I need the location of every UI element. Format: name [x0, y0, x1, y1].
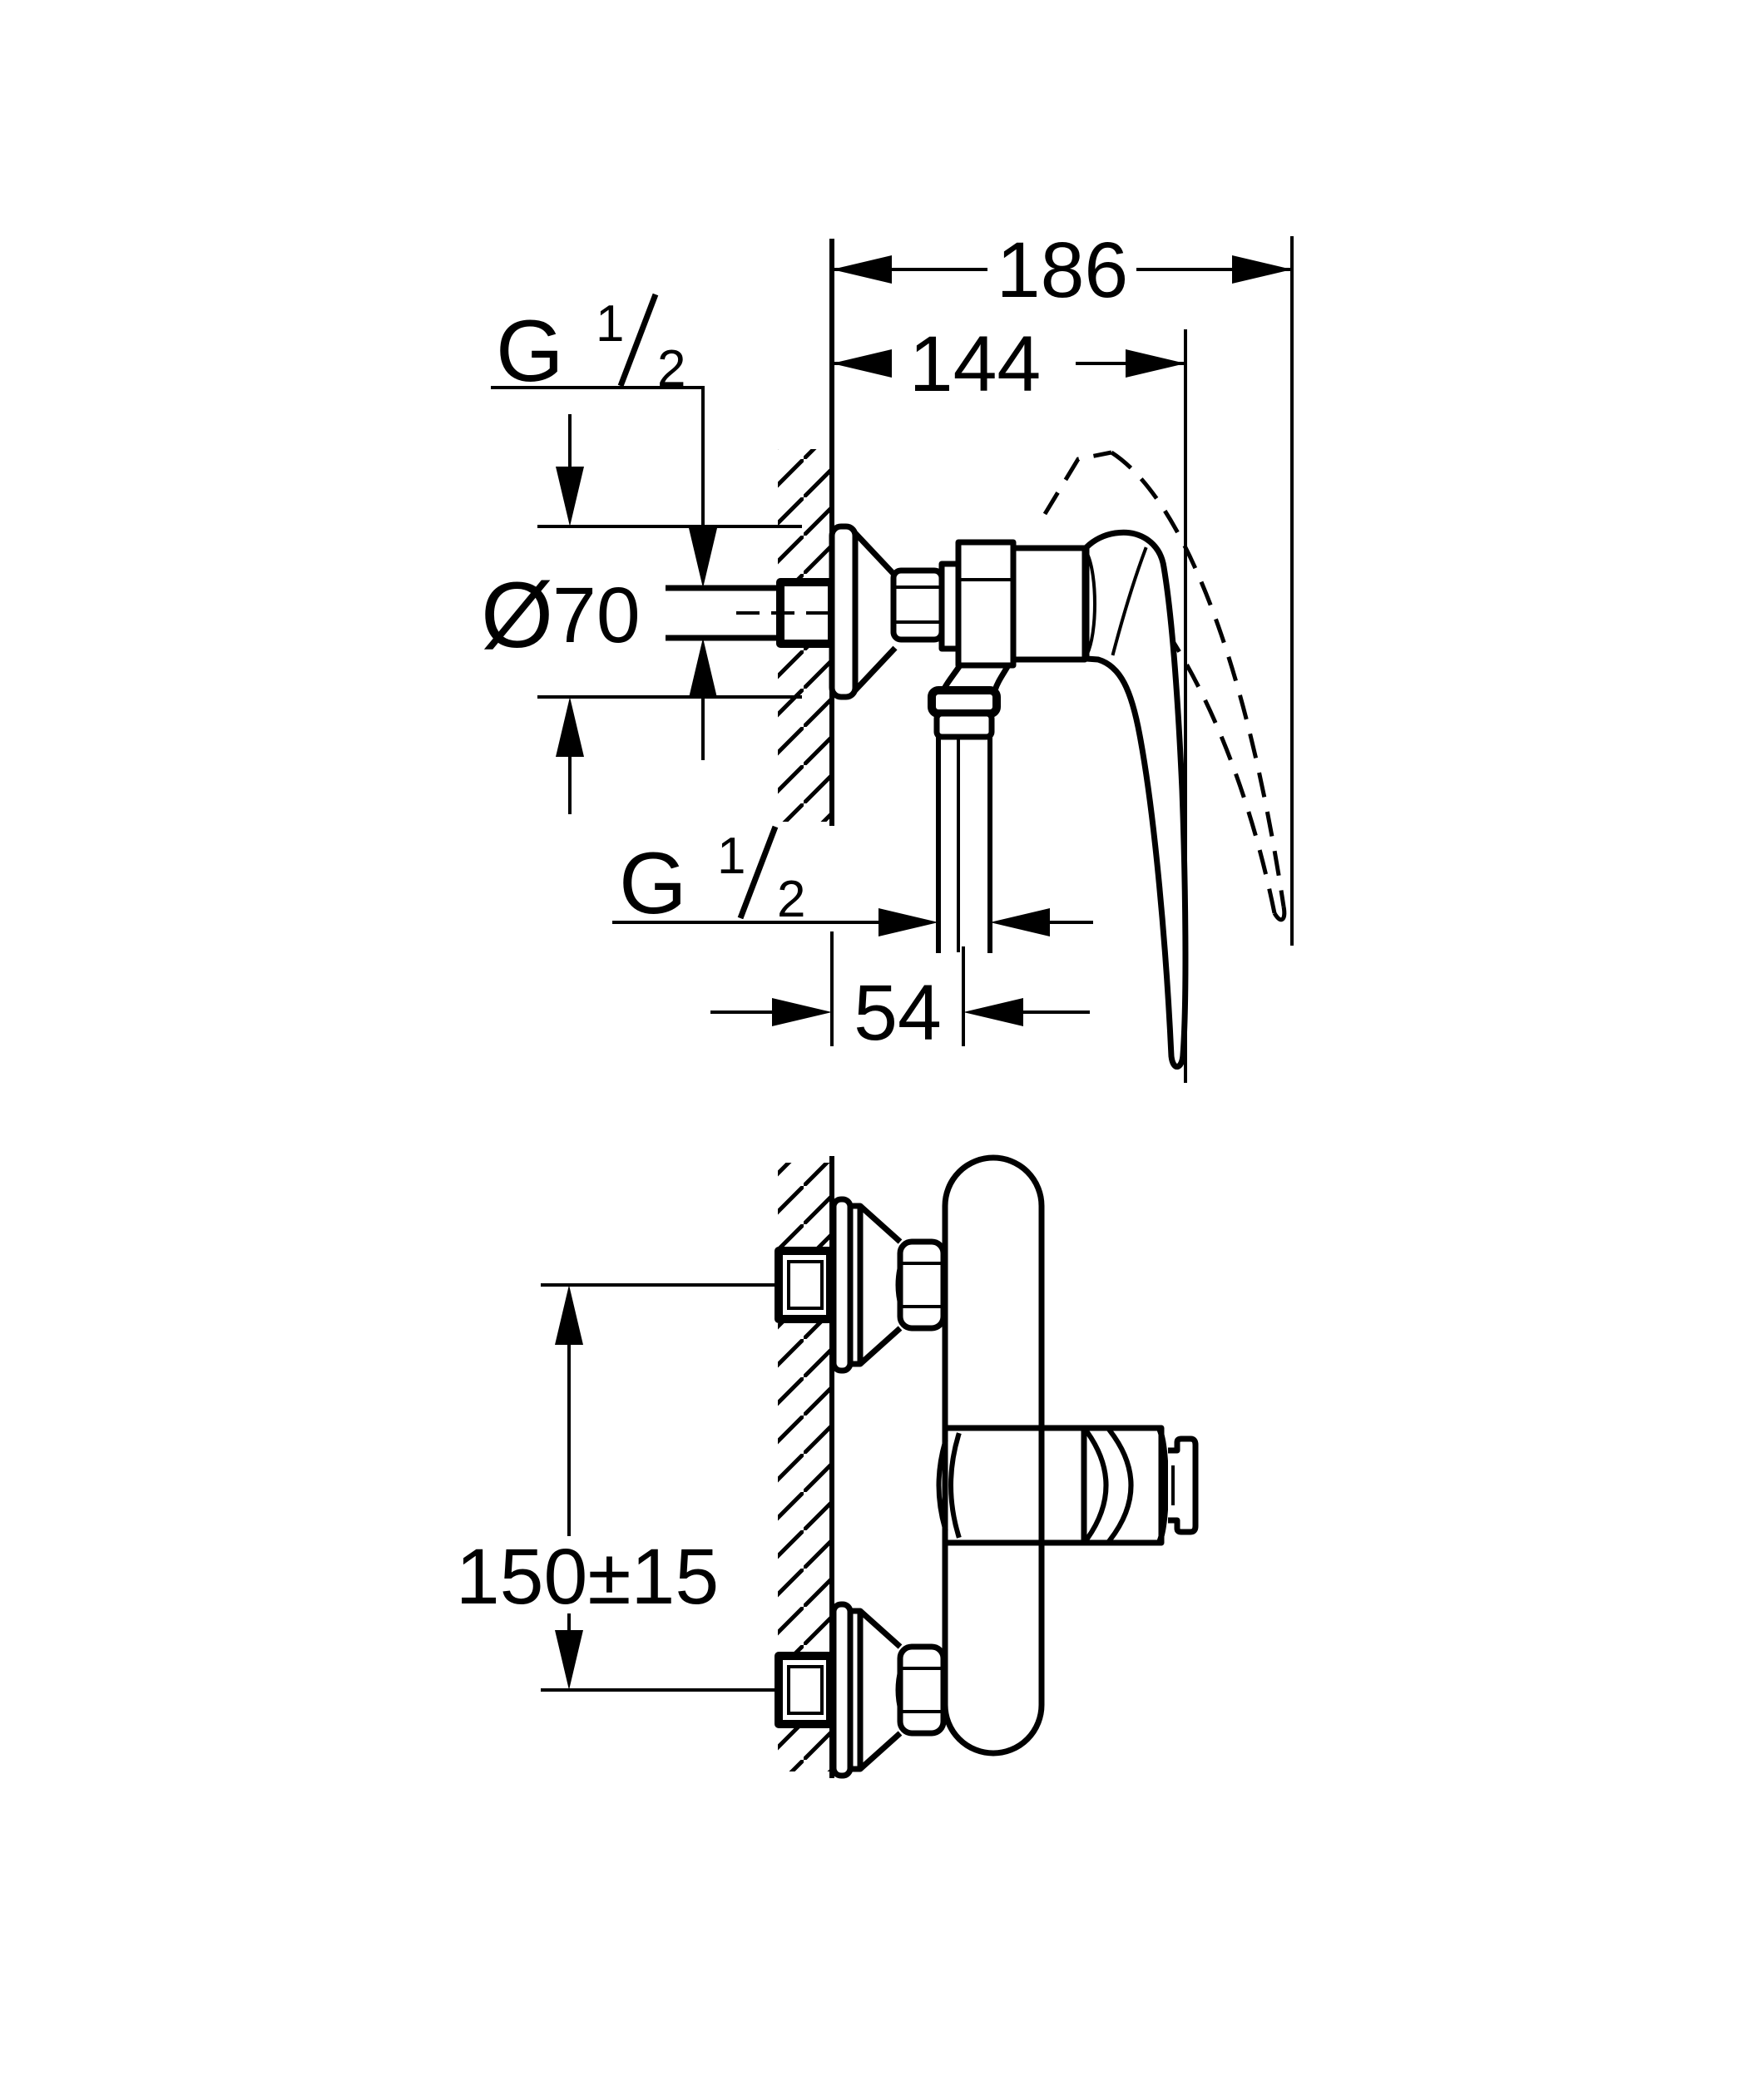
thread-label-top: G 1 2 — [491, 293, 717, 760]
hex-nut — [890, 567, 945, 643]
arrowhead-down-icon — [556, 467, 584, 526]
hex-nut-side — [890, 567, 945, 643]
escutcheon-cone-bottom — [853, 645, 898, 693]
escutcheon-cone-bottom — [858, 1326, 903, 1366]
dimension-70-label: 70 — [552, 571, 641, 660]
front-view: 150±15 — [456, 1154, 1199, 1779]
escutcheon-washer — [847, 1203, 864, 1367]
thread-bottom-base: G — [619, 835, 687, 932]
arrowhead-right-icon — [1232, 255, 1292, 284]
arrowhead-left-icon — [832, 349, 892, 378]
cap-arc-1 — [1083, 1428, 1109, 1543]
dimension-186: 186 — [830, 226, 1294, 946]
valve-body-side — [938, 539, 1088, 669]
dimension-186-label: 186 — [997, 226, 1129, 314]
dimension-150-label: 150±15 — [456, 1533, 719, 1621]
hex-nut — [897, 1238, 947, 1332]
arrowhead-down-icon — [689, 528, 717, 588]
dimension-54-label: 54 — [854, 969, 942, 1057]
lever-blade — [1083, 529, 1189, 1070]
outlet-nut — [928, 686, 1001, 718]
diameter-symbol: Ø — [481, 563, 553, 667]
arrowhead-right-icon — [1126, 349, 1185, 378]
escutcheon-disc — [829, 523, 859, 700]
arrowhead-right-icon — [878, 908, 938, 936]
dimension-150: 150±15 — [456, 1283, 780, 1692]
handle-knob-tip — [1168, 1435, 1199, 1535]
handle-lever-side — [1083, 529, 1189, 1070]
escutcheon-washer — [847, 1608, 864, 1772]
arrowhead-left-icon — [963, 998, 1023, 1026]
stub-flange-inner — [787, 1260, 824, 1310]
arrowhead-right-icon — [772, 998, 832, 1026]
thread-bottom-numerator: 1 — [717, 828, 745, 885]
arrowhead-left-icon — [832, 255, 892, 284]
upper-connection — [775, 1196, 948, 1374]
thread-bottom-denominator: 2 — [777, 871, 805, 928]
capsule-body — [942, 1154, 1045, 1757]
cartridge-inner-arc — [948, 1432, 962, 1539]
escutcheon-cone-bottom — [858, 1731, 903, 1771]
thread-top-base: G — [496, 303, 564, 400]
cap-arc-2 — [1106, 1426, 1134, 1544]
stub-flange-inner — [787, 1665, 824, 1715]
escutcheon-cone-top — [853, 531, 898, 578]
outlet-side — [928, 664, 1012, 953]
side-view: 186 144 G 1 2 — [481, 226, 1294, 1083]
escutcheon-cone-top — [858, 1608, 903, 1649]
lower-connection — [775, 1601, 948, 1779]
arrowhead-up-icon — [556, 697, 584, 757]
outlet-collar — [933, 710, 995, 740]
cartridge-bulge-arc — [936, 1439, 948, 1532]
arrowhead-down-icon — [555, 1630, 583, 1690]
cap-right-edge — [1156, 1428, 1169, 1543]
fraction-slash-icon — [617, 293, 659, 388]
handle-front — [1081, 1425, 1199, 1546]
dimension-54: 54 — [710, 931, 1090, 1057]
dimension-144: 144 — [830, 320, 1187, 1083]
arrowhead-up-icon — [555, 1285, 583, 1345]
escutcheon-cone-top — [858, 1203, 903, 1244]
fraction-slash-icon — [737, 825, 779, 920]
body-capsule — [936, 1154, 1086, 1757]
dimension-144-label: 144 — [909, 320, 1042, 408]
arrowhead-up-icon — [689, 638, 717, 698]
lever-cap-arc — [1085, 551, 1096, 656]
lever-crease — [1111, 546, 1148, 656]
thread-label-bottom: G 1 2 — [612, 825, 1093, 936]
dimension-dia-70: Ø 70 — [481, 414, 802, 814]
escutcheon-side — [829, 523, 898, 700]
thread-top-numerator: 1 — [596, 295, 624, 353]
body-block-inlet — [955, 539, 1017, 669]
arrowhead-left-icon — [990, 908, 1050, 936]
hex-nut — [897, 1643, 947, 1737]
body-block-cartridge — [1010, 545, 1088, 663]
